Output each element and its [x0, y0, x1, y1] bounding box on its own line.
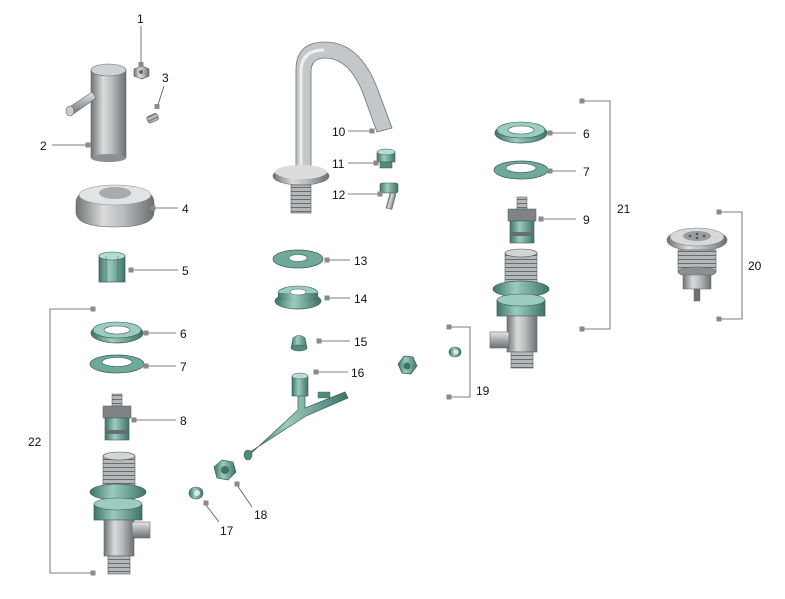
callout-1: 1	[137, 12, 144, 26]
callout-6-left: 6	[180, 327, 187, 341]
part-16-tee-connector[interactable]	[243, 372, 349, 461]
part-3-grub-screw[interactable]	[146, 113, 159, 124]
part-7-washer-left[interactable]	[89, 354, 145, 374]
callout-6-right: 6	[583, 127, 590, 141]
part-12-diverter[interactable]	[379, 182, 399, 210]
part-20-pop-up-waste[interactable]	[666, 227, 728, 302]
handle-group	[65, 63, 159, 575]
callout-labels: 1 3 2 4 5 6 7 8 22 10 11 12 13 14 15 16 …	[28, 12, 762, 538]
part-6-lock-nut-right[interactable]	[494, 121, 548, 144]
callout-15: 15	[354, 335, 368, 349]
part-4-flange-cover[interactable]	[75, 184, 155, 228]
callout-4: 4	[182, 202, 189, 216]
leader-lines	[49, 26, 743, 576]
part-13-gasket[interactable]	[272, 249, 324, 269]
callout-16: 16	[351, 366, 365, 380]
part-7-washer-right[interactable]	[493, 160, 549, 180]
callout-11: 11	[332, 157, 345, 171]
callout-9: 9	[583, 213, 590, 227]
part-6-lock-nut-left[interactable]	[90, 321, 144, 344]
callout-5: 5	[182, 264, 189, 278]
part-1-set-nut[interactable]	[133, 65, 150, 80]
callout-7-right: 7	[583, 165, 590, 179]
part-2-lever-handle[interactable]	[65, 63, 127, 162]
callout-18: 18	[254, 508, 268, 522]
callout-12: 12	[332, 188, 346, 202]
part-21-valve-body-right[interactable]	[489, 248, 550, 369]
callout-21: 21	[617, 202, 631, 216]
callout-8: 8	[180, 414, 187, 428]
callout-19: 19	[476, 384, 490, 398]
part-5-adapter-bushing[interactable]	[98, 251, 126, 283]
callout-7-left: 7	[180, 360, 187, 374]
part-9-cartridge-right[interactable]	[507, 196, 537, 244]
callout-13: 13	[354, 254, 368, 268]
part-19-nut-and-olive[interactable]	[397, 346, 462, 375]
callout-17: 17	[220, 524, 234, 538]
callout-14: 14	[354, 292, 368, 306]
callout-3: 3	[162, 71, 169, 85]
spout-group	[188, 41, 462, 500]
callout-2: 2	[40, 139, 47, 153]
callout-22: 22	[28, 435, 42, 449]
part-17-olive[interactable]	[188, 486, 204, 500]
part-14-spout-nut[interactable]	[274, 285, 322, 310]
right-valve-group	[489, 121, 550, 369]
part-22-valve-body-left[interactable]	[89, 451, 151, 575]
part-15-seal[interactable]	[290, 335, 308, 352]
callout-20: 20	[748, 259, 762, 273]
callout-10: 10	[332, 125, 346, 139]
part-10-spout[interactable]	[272, 41, 393, 214]
part-18-compression-nut[interactable]	[213, 459, 237, 481]
part-11-aerator[interactable]	[376, 148, 396, 169]
part-8-cartridge-left[interactable]	[102, 393, 132, 441]
